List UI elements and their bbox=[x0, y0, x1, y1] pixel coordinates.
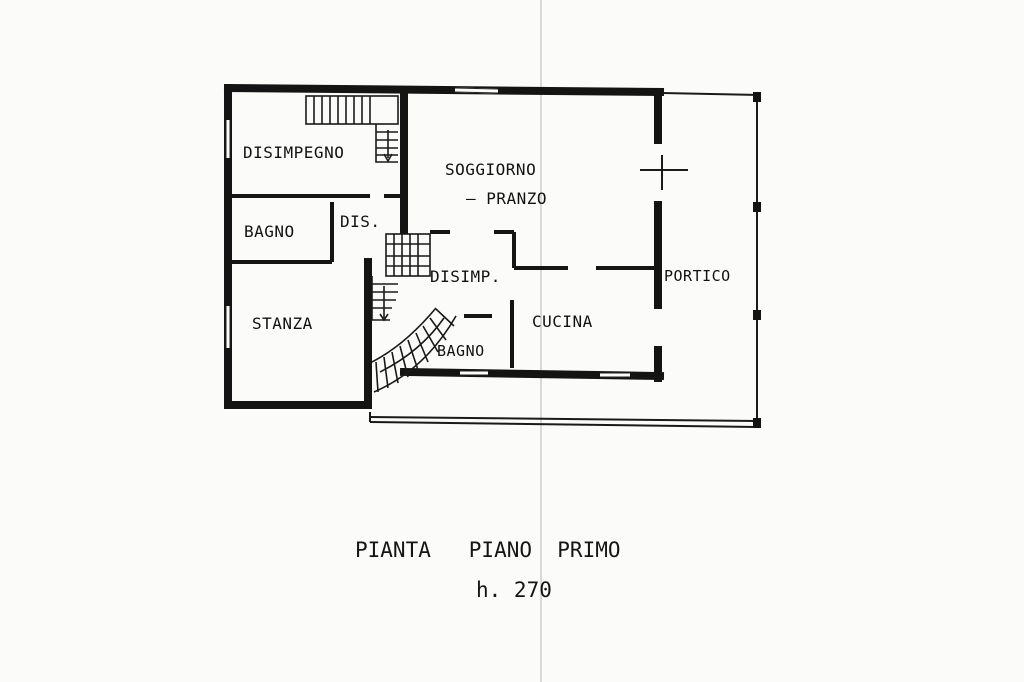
room-label-pranzo: – PRANZO bbox=[466, 189, 548, 208]
inner-walls bbox=[232, 194, 656, 368]
middle-stair bbox=[371, 233, 431, 322]
room-label-portico: PORTICO bbox=[664, 267, 731, 285]
portico-outline bbox=[369, 92, 761, 428]
plan-title: PIANTA PIANO PRIMO bbox=[355, 538, 621, 562]
room-label-bagno-right: BAGNO bbox=[437, 342, 485, 360]
room-label-stanza: STANZA bbox=[252, 314, 313, 333]
window-lines bbox=[225, 87, 630, 378]
room-label-cucina: CUCINA bbox=[532, 312, 593, 331]
room-label-disimpegno: DISIMPEGNO bbox=[243, 143, 345, 162]
plan-height: h. 270 bbox=[476, 578, 552, 602]
page-fold-line bbox=[540, 0, 542, 682]
portico-pillars bbox=[753, 92, 761, 428]
room-label-dis: DIS. bbox=[340, 212, 381, 231]
windows bbox=[225, 87, 630, 378]
room-label-disimp: DISIMP. bbox=[430, 267, 501, 286]
top-stair bbox=[305, 95, 399, 163]
curved-stair bbox=[371, 307, 457, 393]
room-label-soggiorno: SOGGIORNO bbox=[445, 160, 537, 179]
room-label-bagno-left: BAGNO bbox=[244, 222, 295, 241]
